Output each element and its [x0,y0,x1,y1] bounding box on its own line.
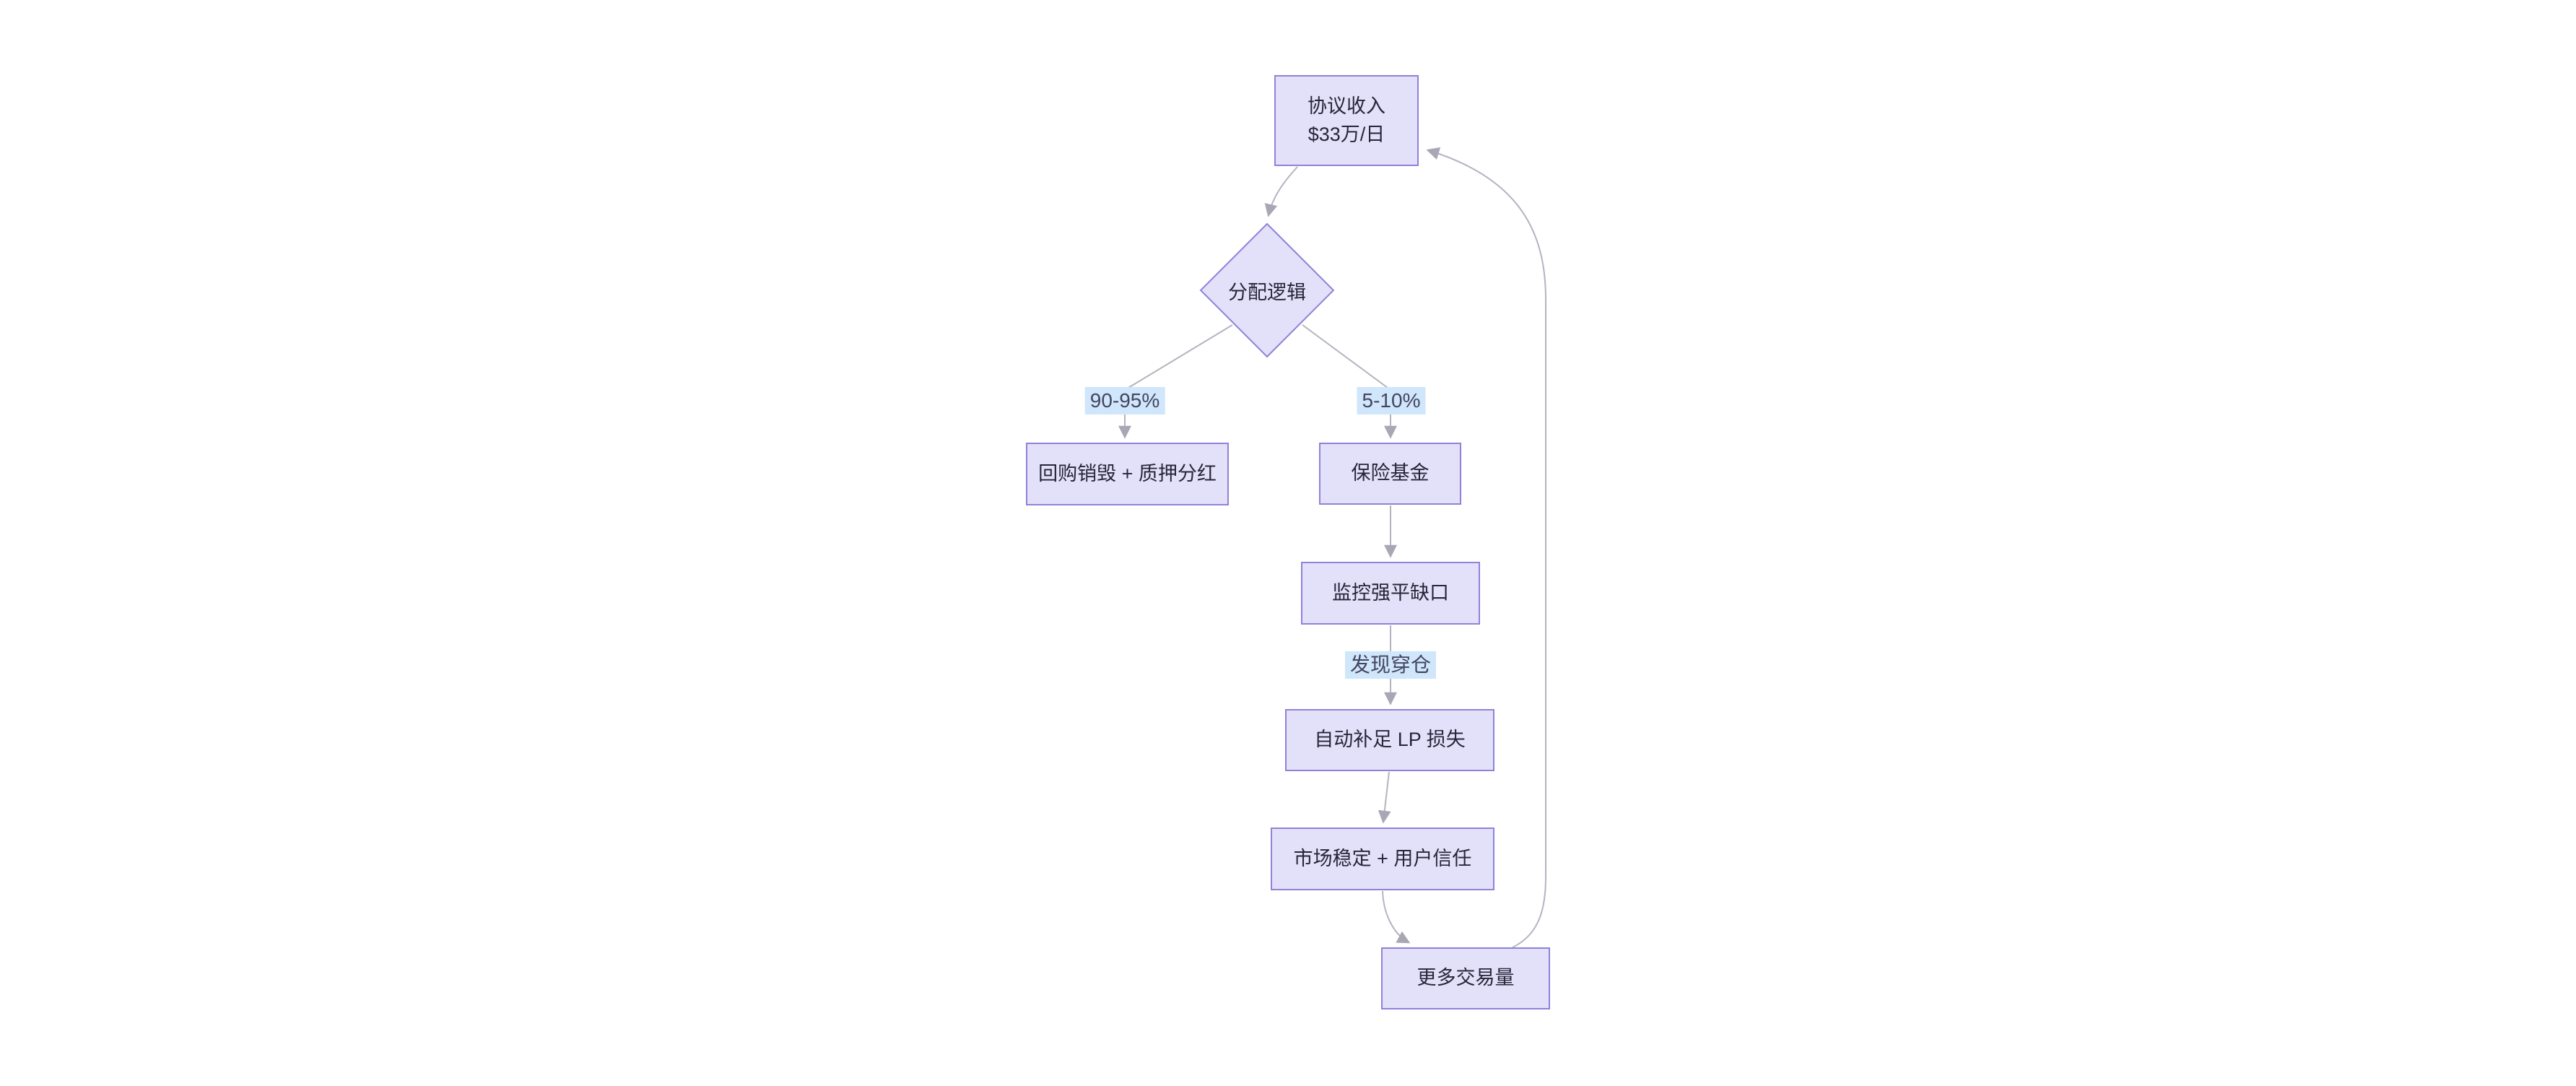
node-protocol-revenue-line1: 协议收入 [1307,95,1385,117]
node-allocation-decision-label: 分配逻辑 [1228,281,1306,303]
edge-stability-to-volume [1382,890,1411,944]
node-market-stability-user-trust: 市场稳定 + 用户信任 [1271,827,1494,890]
node-insurance-fund: 保险基金 [1319,443,1461,505]
node-buyback-burn-staking: 回购销毁 + 质押分红 [1026,443,1229,505]
node-buyback-burn-staking-label: 回购销毁 + 质押分红 [1038,462,1217,485]
node-monitor-liquidation-gap: 监控强平缺口 [1301,562,1480,625]
edge-label-90-95-percent: 90-95% [1084,387,1165,414]
node-allocation-decision: 分配逻辑 [1199,222,1335,358]
node-protocol-revenue-line2: $33万/日 [1307,123,1385,145]
node-more-trading-volume-label: 更多交易量 [1417,967,1515,989]
node-auto-compensate-lp-loss-label: 自动补足 LP 损失 [1314,729,1466,751]
node-market-stability-user-trust-label: 市场稳定 + 用户信任 [1293,847,1472,869]
edge-volume-to-revenue-loop [1426,147,1546,948]
edge-revenue-to-decision [1264,166,1298,217]
edge-compensate-to-stability [1378,771,1391,824]
node-monitor-liquidation-gap-label: 监控强平缺口 [1332,581,1449,604]
node-insurance-fund-label: 保险基金 [1351,462,1430,485]
node-auto-compensate-lp-loss: 自动补足 LP 损失 [1285,709,1494,771]
node-protocol-revenue: 协议收入 $33万/日 [1274,75,1419,166]
edge-label-5-10-percent: 5-10% [1357,387,1426,414]
node-more-trading-volume: 更多交易量 [1381,947,1550,1009]
edge-label-breach-found: 发现穿仓 [1344,651,1437,679]
